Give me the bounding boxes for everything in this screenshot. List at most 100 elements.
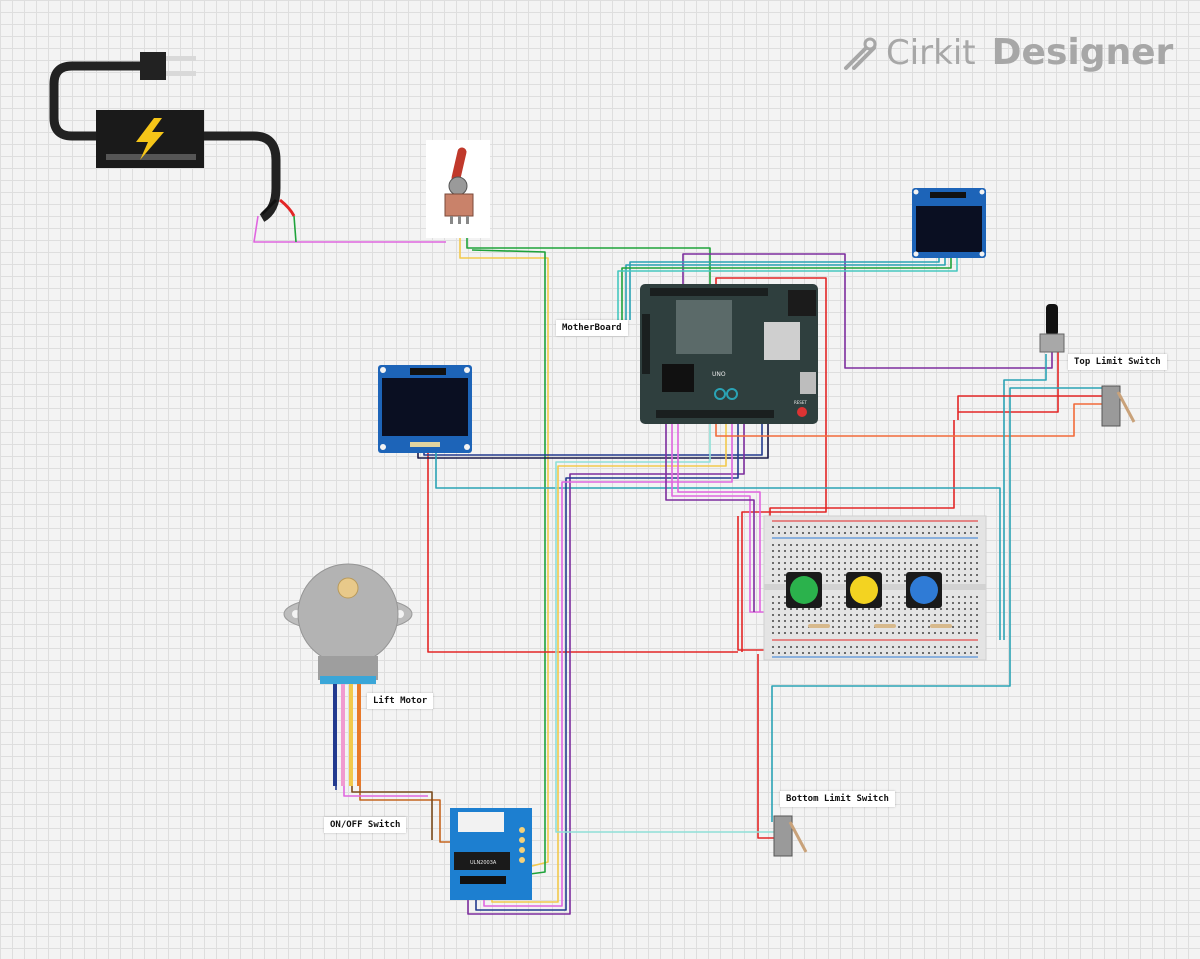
wire-btn-purple[interactable] xyxy=(665,420,755,612)
breadboard[interactable] xyxy=(763,515,987,661)
breadboard-hole xyxy=(820,646,822,648)
plug-body xyxy=(140,52,166,80)
onoff-toggle-switch[interactable] xyxy=(426,140,490,238)
breadboard-hole xyxy=(856,526,858,528)
oled-display-left[interactable] xyxy=(378,365,472,453)
breadboard-hole xyxy=(784,550,786,552)
driver-led xyxy=(519,837,525,843)
wire-top-switch-red[interactable] xyxy=(957,395,1104,420)
wire-btn-pink2[interactable] xyxy=(677,420,761,612)
breadboard-hole xyxy=(814,556,816,558)
oled-left-pins xyxy=(410,442,440,447)
wire-drv-cyan[interactable] xyxy=(555,420,776,833)
breadboard-hole xyxy=(964,532,966,534)
breadboard-hole xyxy=(976,562,978,564)
wire-oled-purple[interactable] xyxy=(682,253,1053,369)
arduino-uno-board[interactable]: UNO RESET xyxy=(640,284,818,424)
reset-button[interactable] xyxy=(797,407,807,417)
breadboard-hole xyxy=(802,652,804,654)
breadboard-hole xyxy=(784,602,786,604)
breadboard-hole xyxy=(916,652,918,654)
wire-oled-teal-a[interactable] xyxy=(629,258,940,320)
breadboard-hole xyxy=(976,526,978,528)
wire-drv-purple[interactable] xyxy=(467,420,745,915)
wire-top-switch-blue[interactable] xyxy=(1003,354,1047,640)
breadboard-hole xyxy=(904,550,906,552)
breadboard-hole xyxy=(922,544,924,546)
breadboard-hole xyxy=(940,562,942,564)
wire-power-red5[interactable] xyxy=(427,452,738,653)
breadboard-hole xyxy=(802,550,804,552)
breadboard-hole xyxy=(910,620,912,622)
breadboard-hole xyxy=(838,556,840,558)
breadboard-hole xyxy=(958,544,960,546)
breadboard-hole xyxy=(886,608,888,610)
push-button-blue[interactable] xyxy=(906,572,942,608)
wire-oled-teal-b[interactable] xyxy=(625,258,946,322)
push-button-yellow[interactable] xyxy=(846,572,882,608)
breadboard-hole xyxy=(856,568,858,570)
breadboard-hole xyxy=(922,652,924,654)
breadboard-hole xyxy=(940,556,942,558)
power-supply-adapter[interactable] xyxy=(49,52,296,222)
wire-switch-yellow[interactable] xyxy=(459,222,549,867)
bottom-limit-switch[interactable] xyxy=(773,815,808,857)
breadboard-hole xyxy=(922,526,924,528)
wire-motor-orange[interactable] xyxy=(359,784,456,843)
breadboard-hole xyxy=(772,596,774,598)
breadboard-hole xyxy=(886,568,888,570)
top-limit-switch[interactable] xyxy=(1101,385,1136,427)
wire-switch-green2[interactable] xyxy=(471,249,546,875)
breadboard-hole xyxy=(868,544,870,546)
wire-top-switch-teal[interactable] xyxy=(771,387,1104,822)
breadboard-hole xyxy=(886,646,888,648)
breadboard-hole xyxy=(856,632,858,634)
breadboard-hole xyxy=(880,608,882,610)
wire-oled2-teal[interactable] xyxy=(435,450,1001,640)
wire-oled2-black[interactable] xyxy=(417,420,769,459)
wire-drv-pink[interactable] xyxy=(483,420,733,907)
oled-left-hole xyxy=(380,367,386,373)
wire-drv-blue[interactable] xyxy=(475,420,739,911)
breadboard-hole xyxy=(928,614,930,616)
breadboard-hole xyxy=(868,608,870,610)
breadboard-hole xyxy=(946,556,948,558)
push-button-green[interactable] xyxy=(786,572,822,608)
wire-ps-green[interactable] xyxy=(293,215,297,243)
potentiometer[interactable] xyxy=(1039,304,1065,353)
wire-power-red3[interactable] xyxy=(769,420,955,522)
breadboard-hole xyxy=(910,556,912,558)
breadboard-hole xyxy=(904,652,906,654)
wire-oled-cyan[interactable] xyxy=(617,258,958,326)
wire-motor-brown[interactable] xyxy=(351,786,433,840)
wire-power-red[interactable] xyxy=(715,277,827,652)
toggle-nut xyxy=(448,176,468,196)
breadboard-hole xyxy=(946,602,948,604)
uln2003-driver-board[interactable]: ULN2003A xyxy=(450,808,532,900)
wire-power-red6[interactable] xyxy=(757,654,776,839)
breadboard-hole xyxy=(964,568,966,570)
oled-display-top[interactable] xyxy=(912,188,986,258)
breadboard-hole xyxy=(952,574,954,576)
breadboard-hole xyxy=(844,562,846,564)
wire-motor-pink[interactable] xyxy=(343,786,428,797)
breadboard-hole xyxy=(868,550,870,552)
breadboard-hole xyxy=(838,544,840,546)
breadboard-hole xyxy=(904,626,906,628)
breadboard-hole xyxy=(880,632,882,634)
power-cable xyxy=(49,61,140,141)
breadboard-hole xyxy=(946,652,948,654)
breadboard-hole xyxy=(934,568,936,570)
breadboard-hole xyxy=(910,614,912,616)
wire-ps-pink[interactable] xyxy=(253,215,446,243)
stepper-motor[interactable] xyxy=(283,563,413,786)
wire-oled-green[interactable] xyxy=(621,258,952,324)
motor-shaft xyxy=(337,577,359,599)
wire-btn-orange[interactable] xyxy=(715,403,1104,437)
button-cap xyxy=(910,576,938,604)
resistor xyxy=(874,624,896,628)
wire-power-red4[interactable] xyxy=(958,350,1059,413)
breadboard-hole xyxy=(910,568,912,570)
wire-oled2-blue[interactable] xyxy=(423,420,763,456)
